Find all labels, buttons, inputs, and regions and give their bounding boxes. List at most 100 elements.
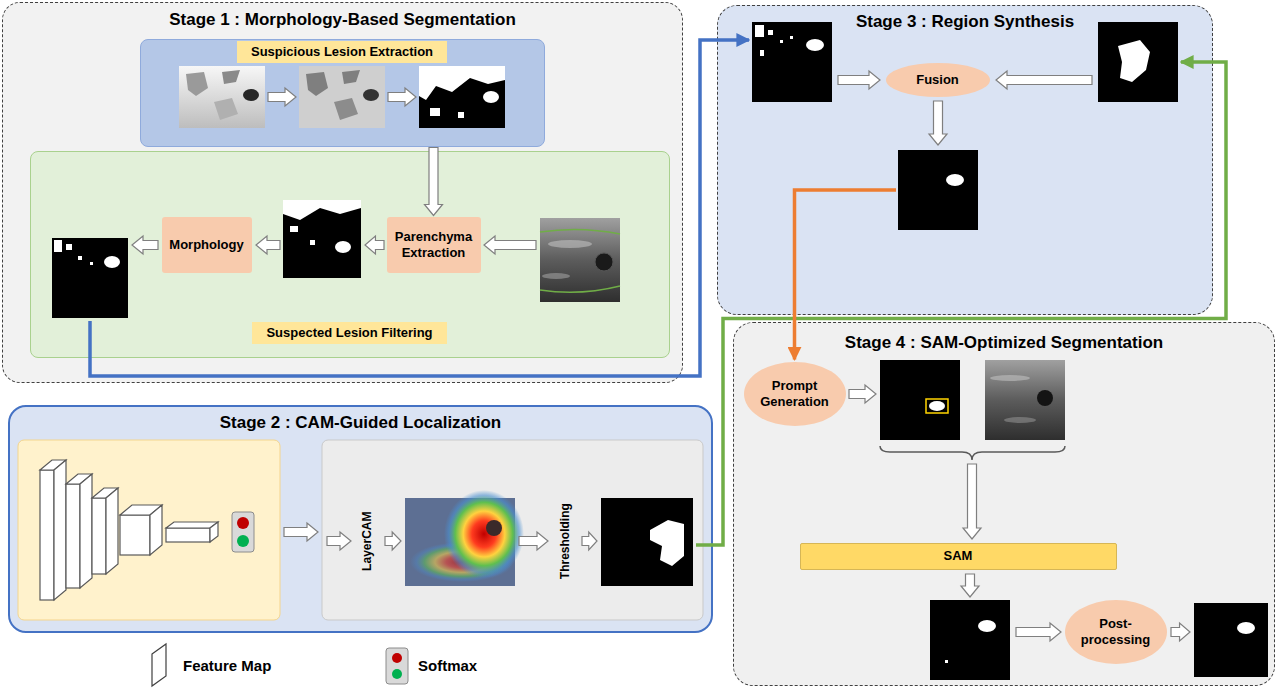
vertical-label: Thresholding [558, 503, 572, 579]
mask-lesion [483, 91, 499, 103]
feature-map-icon [152, 644, 166, 686]
mask-region [780, 40, 783, 43]
softmax-light [237, 535, 249, 547]
process-ellipse: Post-processing [1065, 600, 1167, 664]
feature-map [92, 498, 106, 574]
flow-arrow [929, 101, 947, 145]
mask-ground [752, 22, 832, 102]
cnn-symbol [40, 460, 218, 600]
flow-arrow [327, 532, 351, 550]
module-bar: SAM [800, 543, 1117, 570]
tissue-streak [548, 240, 592, 248]
binary-mask [752, 22, 832, 102]
image-ground [985, 360, 1065, 440]
lesion [363, 89, 379, 101]
heat-region [444, 490, 524, 578]
flow-arrow [582, 532, 597, 550]
mask-ground [601, 498, 693, 586]
feature-map [66, 484, 80, 588]
stage-title: Stage 1 : Morphology-Based Segmentation [169, 10, 516, 30]
flow-arrow [519, 532, 548, 550]
lesion [243, 89, 259, 101]
fc-layer [210, 522, 218, 542]
process-ellipse: Fusion [886, 63, 990, 97]
softmax-icon [386, 648, 408, 684]
tissue-patch [334, 98, 358, 120]
flow-arrow [961, 574, 979, 597]
ultrasound-image [985, 360, 1065, 440]
stage-title: Stage 2 : CAM-Guided Localization [220, 413, 501, 433]
stage-connector [90, 40, 749, 376]
feature-map [106, 488, 118, 574]
flow-arrow [385, 532, 401, 550]
mask-region [290, 226, 298, 232]
mask-region [458, 112, 464, 118]
mask-lesion [1237, 622, 1255, 634]
mask-ground [930, 600, 1010, 680]
ultrasound-image [540, 218, 620, 302]
process-box: Parenchyma Extraction [387, 217, 481, 273]
flow-arrow [849, 385, 876, 403]
stage-panel: Stage 1 : Morphology-Based SegmentationS… [2, 2, 683, 383]
feature-map [80, 474, 92, 588]
flow-arrow [484, 236, 536, 254]
stage-title: Stage 3 : Region Synthesis [856, 12, 1074, 32]
image-ground [179, 66, 265, 128]
flow-arrow [132, 236, 158, 254]
lesion [595, 253, 613, 271]
cam-mask [601, 498, 693, 586]
softmax-symbol [232, 512, 254, 552]
lesion [486, 520, 502, 536]
mask-ground [419, 66, 505, 128]
mask-region [310, 240, 315, 245]
network-panel [18, 440, 280, 620]
stage-connector [696, 62, 1226, 545]
prompt-image [880, 360, 960, 440]
fc-layer [166, 522, 218, 528]
mask-region [78, 256, 82, 260]
ellipse-shape [744, 362, 846, 426]
mask-lesion [335, 241, 351, 253]
legend-item: Softmax [418, 656, 477, 676]
mask-ground [1194, 603, 1268, 677]
mask-region [1118, 40, 1150, 82]
tissue-patch [306, 72, 328, 96]
flow-arrow [1171, 623, 1190, 641]
mask-lesion [978, 620, 996, 632]
flow-arrow [256, 236, 280, 254]
feature-map [120, 515, 150, 555]
lesion [1037, 390, 1053, 406]
softmax-body [232, 512, 254, 552]
ellipse-label: Fusion [916, 72, 959, 88]
softmax-light [392, 669, 402, 679]
box-prompt [926, 399, 948, 413]
cam-mask [1098, 22, 1178, 102]
legend-label: Feature Map [183, 656, 271, 676]
panel-tag: Suspicious Lesion Extraction [237, 41, 447, 63]
vertical-label: LayerCAM [361, 511, 375, 570]
tissue-streak [1004, 417, 1036, 423]
softmax-body [386, 648, 408, 684]
box-label: SAM [944, 548, 973, 564]
mask-region [283, 200, 361, 220]
mask-region [755, 25, 764, 37]
fc-layer [166, 528, 210, 542]
box-label: Morphology [169, 237, 243, 253]
flow-arrow [963, 464, 981, 539]
mask-region [90, 262, 93, 265]
mask-ground [52, 238, 128, 318]
tissue-streak [990, 375, 1030, 381]
flow-arrow [268, 88, 296, 106]
ellipse-label: Post-processing [1079, 616, 1153, 647]
stage-title: Stage 4 : SAM-Optimized Segmentation [845, 333, 1163, 353]
posterized-image [299, 66, 385, 128]
image-ground [540, 218, 620, 302]
feature-map [150, 505, 162, 555]
mask-region [430, 108, 440, 116]
binary-mask [419, 66, 505, 128]
legend-item: Feature Map [183, 656, 271, 676]
tissue-patch [186, 72, 208, 96]
softmax-light [237, 517, 249, 529]
mask-lesion [806, 39, 824, 51]
